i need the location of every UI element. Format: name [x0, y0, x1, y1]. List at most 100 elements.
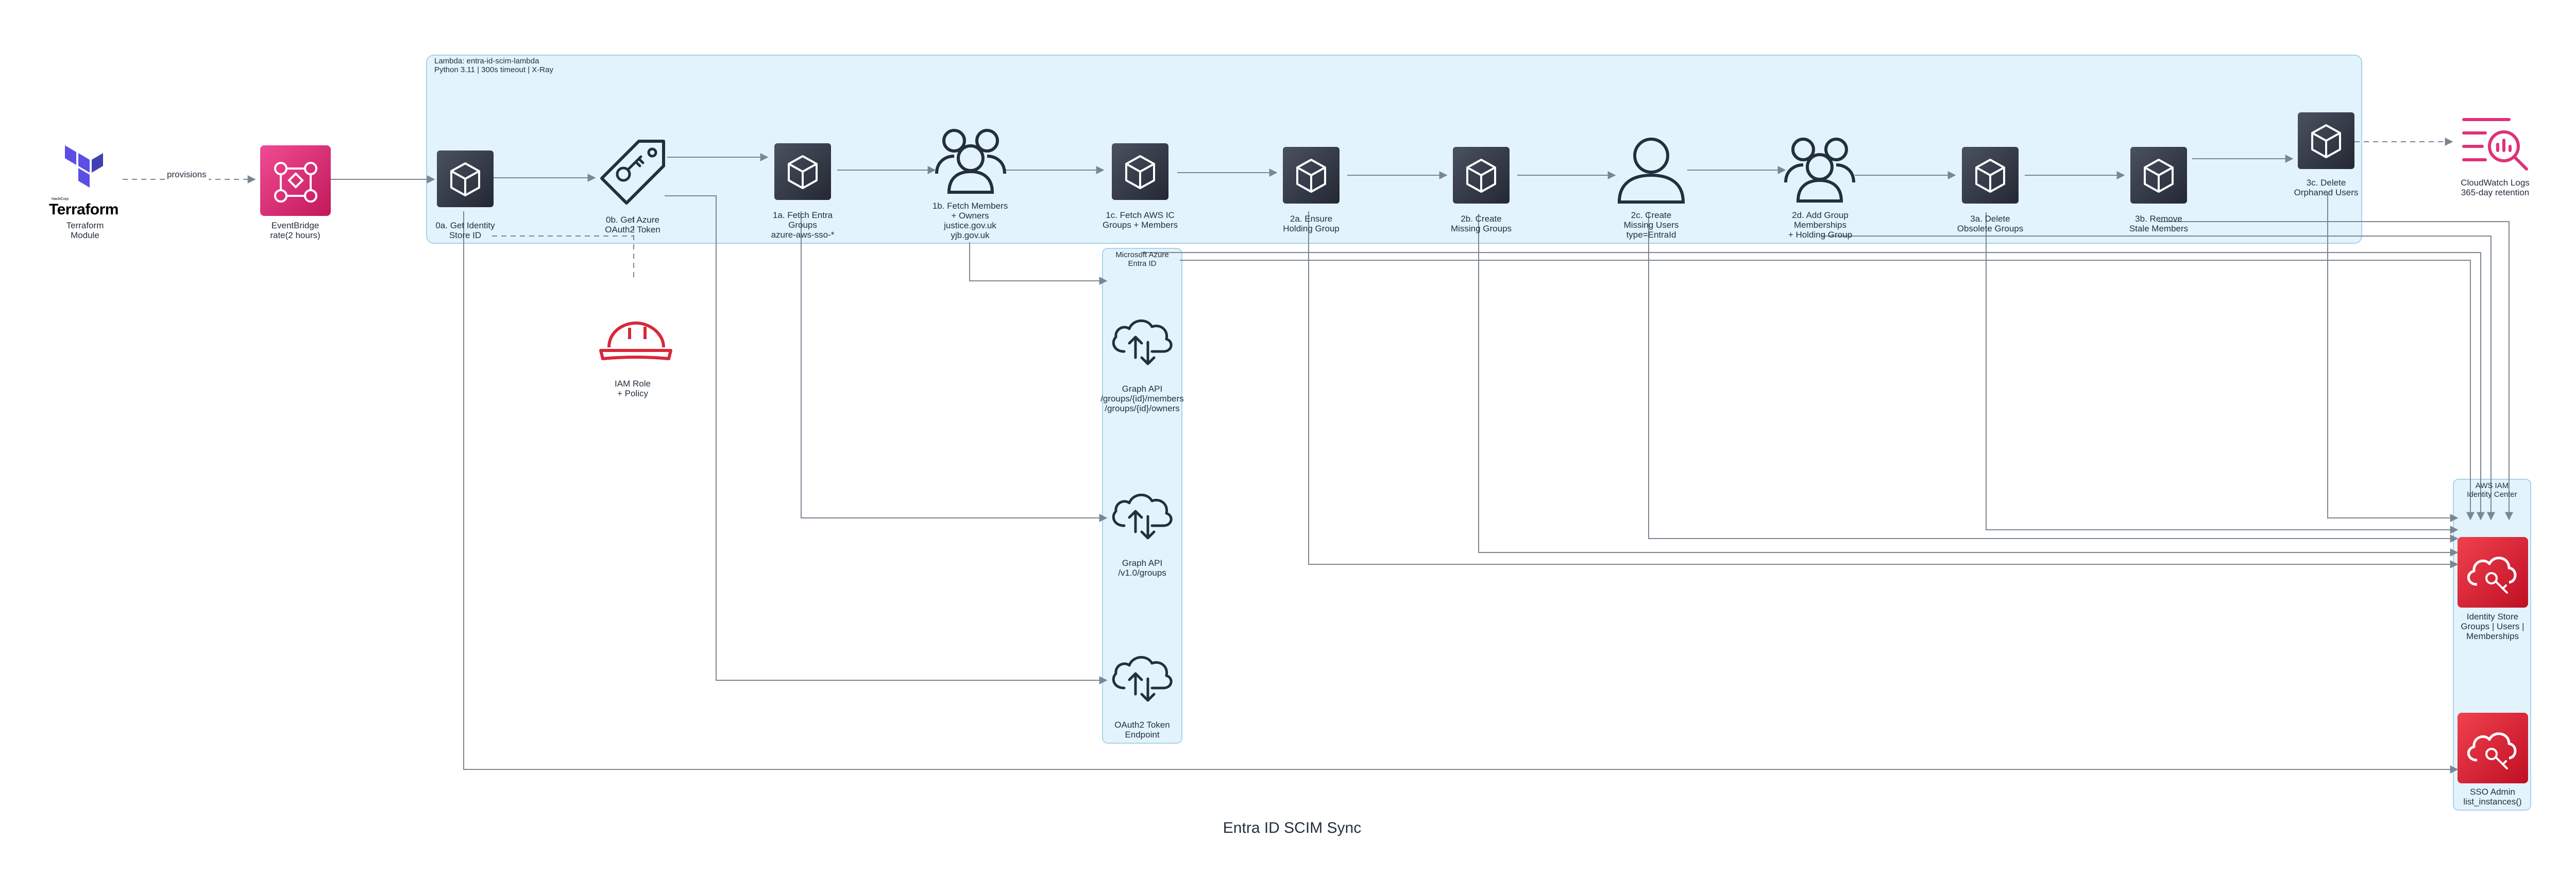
iam-role-hat-icon[interactable]	[599, 321, 672, 360]
graph-members-line2: /groups/{id}/members	[1100, 394, 1184, 404]
edge-2b-idstore	[1478, 214, 2459, 557]
identity-store-line1: Identity Store	[2466, 612, 2519, 622]
identity-store-icon[interactable]	[2458, 713, 2528, 783]
step-2c-line2: Missing Users	[1623, 220, 1679, 230]
cloudwatch-label: CloudWatch Logs 365-day retention	[2461, 178, 2530, 197]
terraform-line1: Terraform	[66, 221, 104, 230]
graph-groups-label: Graph API /v1.0/groups	[1118, 558, 1166, 578]
step-3b-line1: 3b. Remove	[2135, 214, 2182, 224]
step-2d-line1: 2d. Add Group	[1792, 210, 1849, 220]
sso-admin-line2: list_instances()	[2463, 797, 2522, 807]
edge-3a-idstore	[1986, 212, 2459, 534]
step-0b-line2: OAuth2 Token	[605, 225, 660, 234]
graph-members-line1: Graph API	[1122, 384, 1163, 394]
identity-store-label: Identity Store Groups | Users | Membersh…	[2461, 612, 2524, 641]
step-2d-line3: + Holding Group	[1788, 230, 1853, 240]
step-2a-line1: 2a. Ensure	[1290, 214, 1333, 224]
key-tag-icon[interactable]	[600, 140, 665, 205]
cloudwatch-line1: CloudWatch Logs	[2461, 178, 2530, 188]
users-group-icon[interactable]	[935, 129, 1006, 194]
graph-groups-line1: Graph API	[1122, 558, 1163, 568]
step-2b-icon[interactable]	[1452, 146, 1511, 205]
step-1b-line3: justice.gov.uk	[944, 221, 996, 230]
identity-store-line2: Groups | Users |	[2461, 622, 2524, 631]
step-3b-icon[interactable]	[2129, 146, 2188, 205]
step-1c-icon[interactable]	[1111, 142, 1170, 201]
identity-store-line3: Memberships	[2466, 631, 2519, 641]
azure-cluster-line1: Microsoft Azure	[1115, 250, 1169, 259]
oauth-endpoint-label: OAuth2 Token Endpoint	[1114, 720, 1170, 740]
edge-label-provisions: provisions	[165, 170, 209, 180]
iam-role-label: IAM Role + Policy	[615, 379, 651, 398]
step-2b-label: 2b. Create Missing Groups	[1451, 214, 1512, 233]
terraform-wordmark: Terraform	[49, 201, 118, 218]
step-3a-line2: Obsolete Groups	[1957, 224, 2024, 233]
step-2c-line1: 2c. Create	[1631, 210, 1672, 220]
edge-1b-graph-members	[969, 242, 1108, 285]
iam-role-line2: + Policy	[617, 389, 648, 398]
edge-2d-ic	[1821, 236, 2495, 521]
lambda-cluster	[426, 55, 2362, 244]
step-3c-line2: Orphaned Users	[2294, 188, 2359, 197]
step-3a-icon[interactable]	[1961, 146, 2020, 205]
step-0a-line1: 0a. Get Identity	[435, 221, 495, 230]
step-3a-line1: 3a. Delete	[1970, 214, 2010, 224]
step-0a-icon[interactable]	[436, 149, 495, 208]
identity-store-icon[interactable]	[2458, 537, 2528, 608]
step-2c-line3: type=EntraId	[1626, 230, 1676, 240]
edge-2c-idstore	[1648, 212, 2459, 543]
step-2b-line1: 2b. Create	[1461, 214, 1502, 224]
step-3b-line2: Stale Members	[2129, 224, 2189, 233]
step-1b-line4: yjb.gov.uk	[951, 230, 990, 240]
lambda-cluster-name: Lambda: entra-id-scim-lambda	[434, 57, 539, 65]
graph-members-line3: /groups/{id}/owners	[1105, 404, 1180, 413]
terraform-line2: Module	[71, 230, 99, 240]
step-1c-line2: Groups + Members	[1103, 220, 1178, 230]
step-2b-line2: Missing Groups	[1450, 224, 1512, 233]
step-1b-line1: 1b. Fetch Members	[932, 201, 1008, 211]
edge-ic-extra	[1180, 260, 2475, 521]
eventbridge-label: EventBridge rate(2 hours)	[270, 221, 320, 240]
step-0a-label: 0a. Get Identity Store ID	[435, 221, 495, 240]
step-2d-line2: Memberships	[1793, 220, 1847, 230]
edges	[123, 138, 2513, 774]
step-1b-label: 1b. Fetch Members + Owners justice.gov.u…	[933, 201, 1008, 240]
step-1a-line3: azure-aws-sso-*	[771, 230, 835, 240]
step-3b-label: 3b. Remove Stale Members	[2129, 214, 2188, 233]
edge-0a-sso	[463, 211, 2459, 774]
step-1b-line2: + Owners	[951, 211, 989, 221]
terraform-label: Terraform Module	[66, 221, 104, 240]
edge-2a-idstore	[1308, 211, 2459, 568]
eventbridge-icon[interactable]	[260, 145, 331, 216]
terraform-vendor: HashiCorp	[52, 197, 69, 201]
step-0b-label: 0b. Get Azure OAuth2 Token	[605, 215, 660, 234]
users-group-icon[interactable]	[1784, 138, 1855, 203]
step-3c-icon[interactable]	[2297, 111, 2355, 170]
step-1a-label: 1a. Fetch Entra Groups azure-aws-sso-*	[771, 210, 835, 240]
edge-1a-graph-groups	[801, 211, 1108, 522]
edge-3c-idstore	[2327, 193, 2459, 522]
aws-ic-cluster-line1: AWS IAM	[2475, 481, 2509, 490]
step-2a-line2: Holding Group	[1283, 224, 1340, 233]
step-1c-label: 1c. Fetch AWS IC Groups + Members	[1103, 210, 1178, 230]
step-1a-icon[interactable]	[773, 142, 832, 201]
graph-groups-line2: /v1.0/groups	[1118, 568, 1166, 578]
azure-cluster-label: Microsoft Azure Entra ID	[1115, 250, 1168, 268]
edge-1c-ic	[1141, 252, 2485, 521]
edge-3b-ic	[2159, 221, 2513, 521]
cloudwatch-logs-icon[interactable]	[2462, 118, 2528, 171]
lambda-cluster-label: Lambda: entra-id-scim-lambda Python 3.11…	[434, 57, 553, 74]
graph-members-label: Graph API /groups/{id}/members /groups/{…	[1100, 384, 1184, 413]
step-2a-label: 2a. Ensure Holding Group	[1283, 214, 1340, 233]
user-icon[interactable]	[1617, 138, 1685, 204]
iam-role-line1: IAM Role	[615, 379, 651, 389]
oauth-endpoint-line2: Endpoint	[1125, 730, 1160, 740]
step-3c-label: 3c. Delete Orphaned Users	[2294, 178, 2359, 197]
terraform-logo-icon	[65, 145, 103, 188]
azure-cluster-line2: Entra ID	[1128, 259, 1157, 268]
lambda-cluster-subtitle: Python 3.11 | 300s timeout | X-Ray	[434, 65, 553, 74]
step-2a-icon[interactable]	[1282, 146, 1341, 205]
step-3a-label: 3a. Delete Obsolete Groups	[1957, 214, 2024, 233]
step-0a-line2: Store ID	[449, 230, 482, 240]
